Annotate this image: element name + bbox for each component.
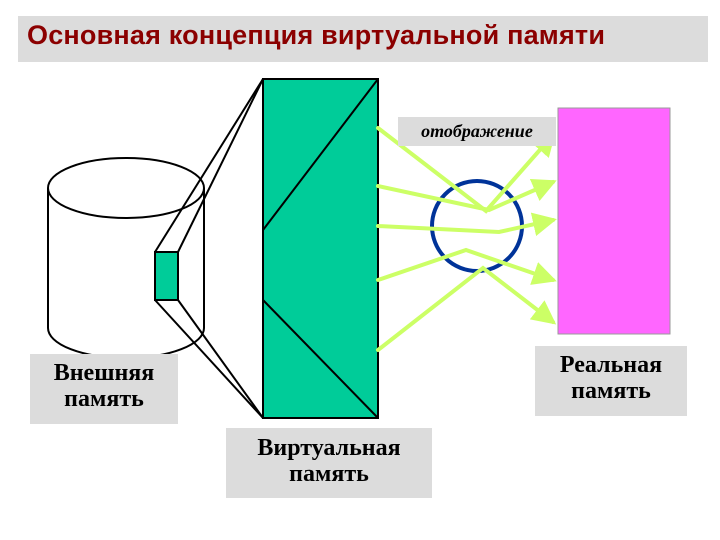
title-banner bbox=[18, 16, 708, 62]
mapping-arrow bbox=[376, 247, 557, 285]
real-memory-label-line2: память bbox=[571, 378, 651, 404]
mapping-label: отображение bbox=[398, 117, 556, 146]
mapping-arrows bbox=[376, 126, 557, 352]
page-title: Основная концепция виртуальной памяти bbox=[27, 20, 606, 50]
real-memory-label-line1: Реальная bbox=[559, 352, 663, 378]
external-memory-label-line2: память bbox=[64, 386, 144, 412]
mapping-arrow bbox=[376, 179, 557, 213]
virtual-memory-label-line2: память bbox=[289, 461, 369, 487]
real-memory-block bbox=[557, 107, 671, 335]
external-memory-cylinder bbox=[47, 157, 205, 359]
external-memory-label-line1: Внешняя bbox=[53, 360, 155, 386]
virtual-memory-label: Виртуальная память bbox=[226, 428, 432, 498]
external-memory-label: Внешняя память bbox=[30, 354, 178, 424]
page-block bbox=[154, 251, 179, 301]
virtual-memory-label-line1: Виртуальная bbox=[257, 435, 401, 461]
projection-lines bbox=[154, 78, 264, 419]
virtual-memory-block bbox=[262, 78, 379, 419]
mapping-arrow bbox=[376, 265, 557, 352]
mapping-arrow bbox=[376, 212, 557, 237]
real-memory-label: Реальная память bbox=[535, 346, 687, 416]
